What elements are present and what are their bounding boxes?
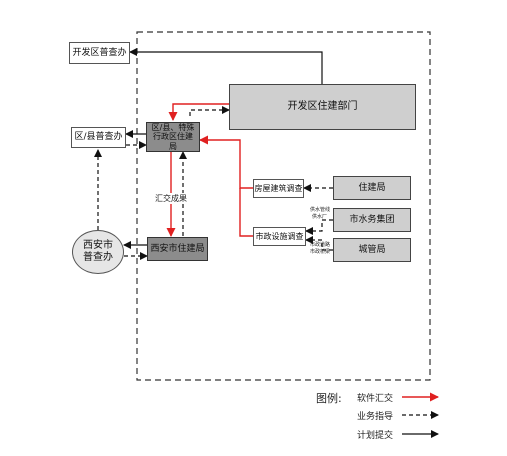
node-dev-dept-label: 开发区住建部门 (287, 101, 358, 112)
node-muni-survey: 市政设施调查 (253, 227, 306, 246)
edge-dev-dept-to-county-housing-red (168, 103, 229, 121)
legend-title: 图例: (316, 392, 342, 405)
node-xian-housing: 西安市住建局 (147, 237, 208, 261)
roads-label-1: 市政道路 (310, 242, 331, 248)
legend-plan-label: 计划提交 (357, 431, 394, 441)
water-supply-label-2: 供水厂 (312, 214, 328, 220)
edge-muni-survey-to-county-housing-red (239, 188, 253, 237)
node-county-census: 区/县普查办 (71, 127, 126, 148)
water-supply-label-1: 供水管线 (310, 207, 331, 213)
edge-house-survey-to-county-housing-red (199, 135, 253, 189)
summary-label: 汇交成果 (154, 193, 188, 204)
node-housing-bureau-label: 住建局 (358, 182, 386, 193)
node-house-survey: 房屋建筑调查 (253, 179, 304, 198)
node-housing-bureau: 住建局 (333, 176, 411, 200)
node-muni-survey-label: 市政设施调查 (255, 231, 304, 241)
node-county-housing-label: 区/县、特殊行政区住建局 (151, 122, 195, 151)
node-water-group: 市水务集团 (333, 208, 411, 232)
node-water-group-label: 市水务集团 (349, 214, 395, 225)
node-house-survey-label: 房屋建筑调查 (254, 183, 303, 193)
legend-guidance-label: 业务指导 (357, 412, 394, 422)
node-dev-census-label: 开发区普查办 (72, 47, 127, 58)
legend-software-label: 软件汇交 (357, 394, 394, 404)
node-dev-census: 开发区普查办 (69, 42, 130, 64)
edge-water-group-to-muni-survey (305, 219, 333, 235)
node-city-mgmt-label: 城管局 (358, 244, 386, 255)
roads-label-2: 市政桥梁 (310, 249, 331, 255)
node-dev-dept: 开发区住建部门 (229, 84, 416, 130)
edge-city-mgmt-to-muni-survey (305, 236, 333, 251)
edge-county-housing-to-dev-dept (189, 106, 230, 116)
node-county-census-label: 区/县普查办 (74, 132, 123, 143)
node-county-housing: 区/县、特殊行政区住建局 (146, 122, 200, 152)
edge-dev-dept-to-dev-census (129, 48, 323, 84)
node-xian-census: 西安市普查办 (72, 230, 124, 274)
node-city-mgmt: 城管局 (333, 238, 411, 262)
node-xian-housing-label: 西安市住建局 (150, 243, 205, 254)
node-xian-census-label: 西安市普查办 (83, 240, 113, 263)
